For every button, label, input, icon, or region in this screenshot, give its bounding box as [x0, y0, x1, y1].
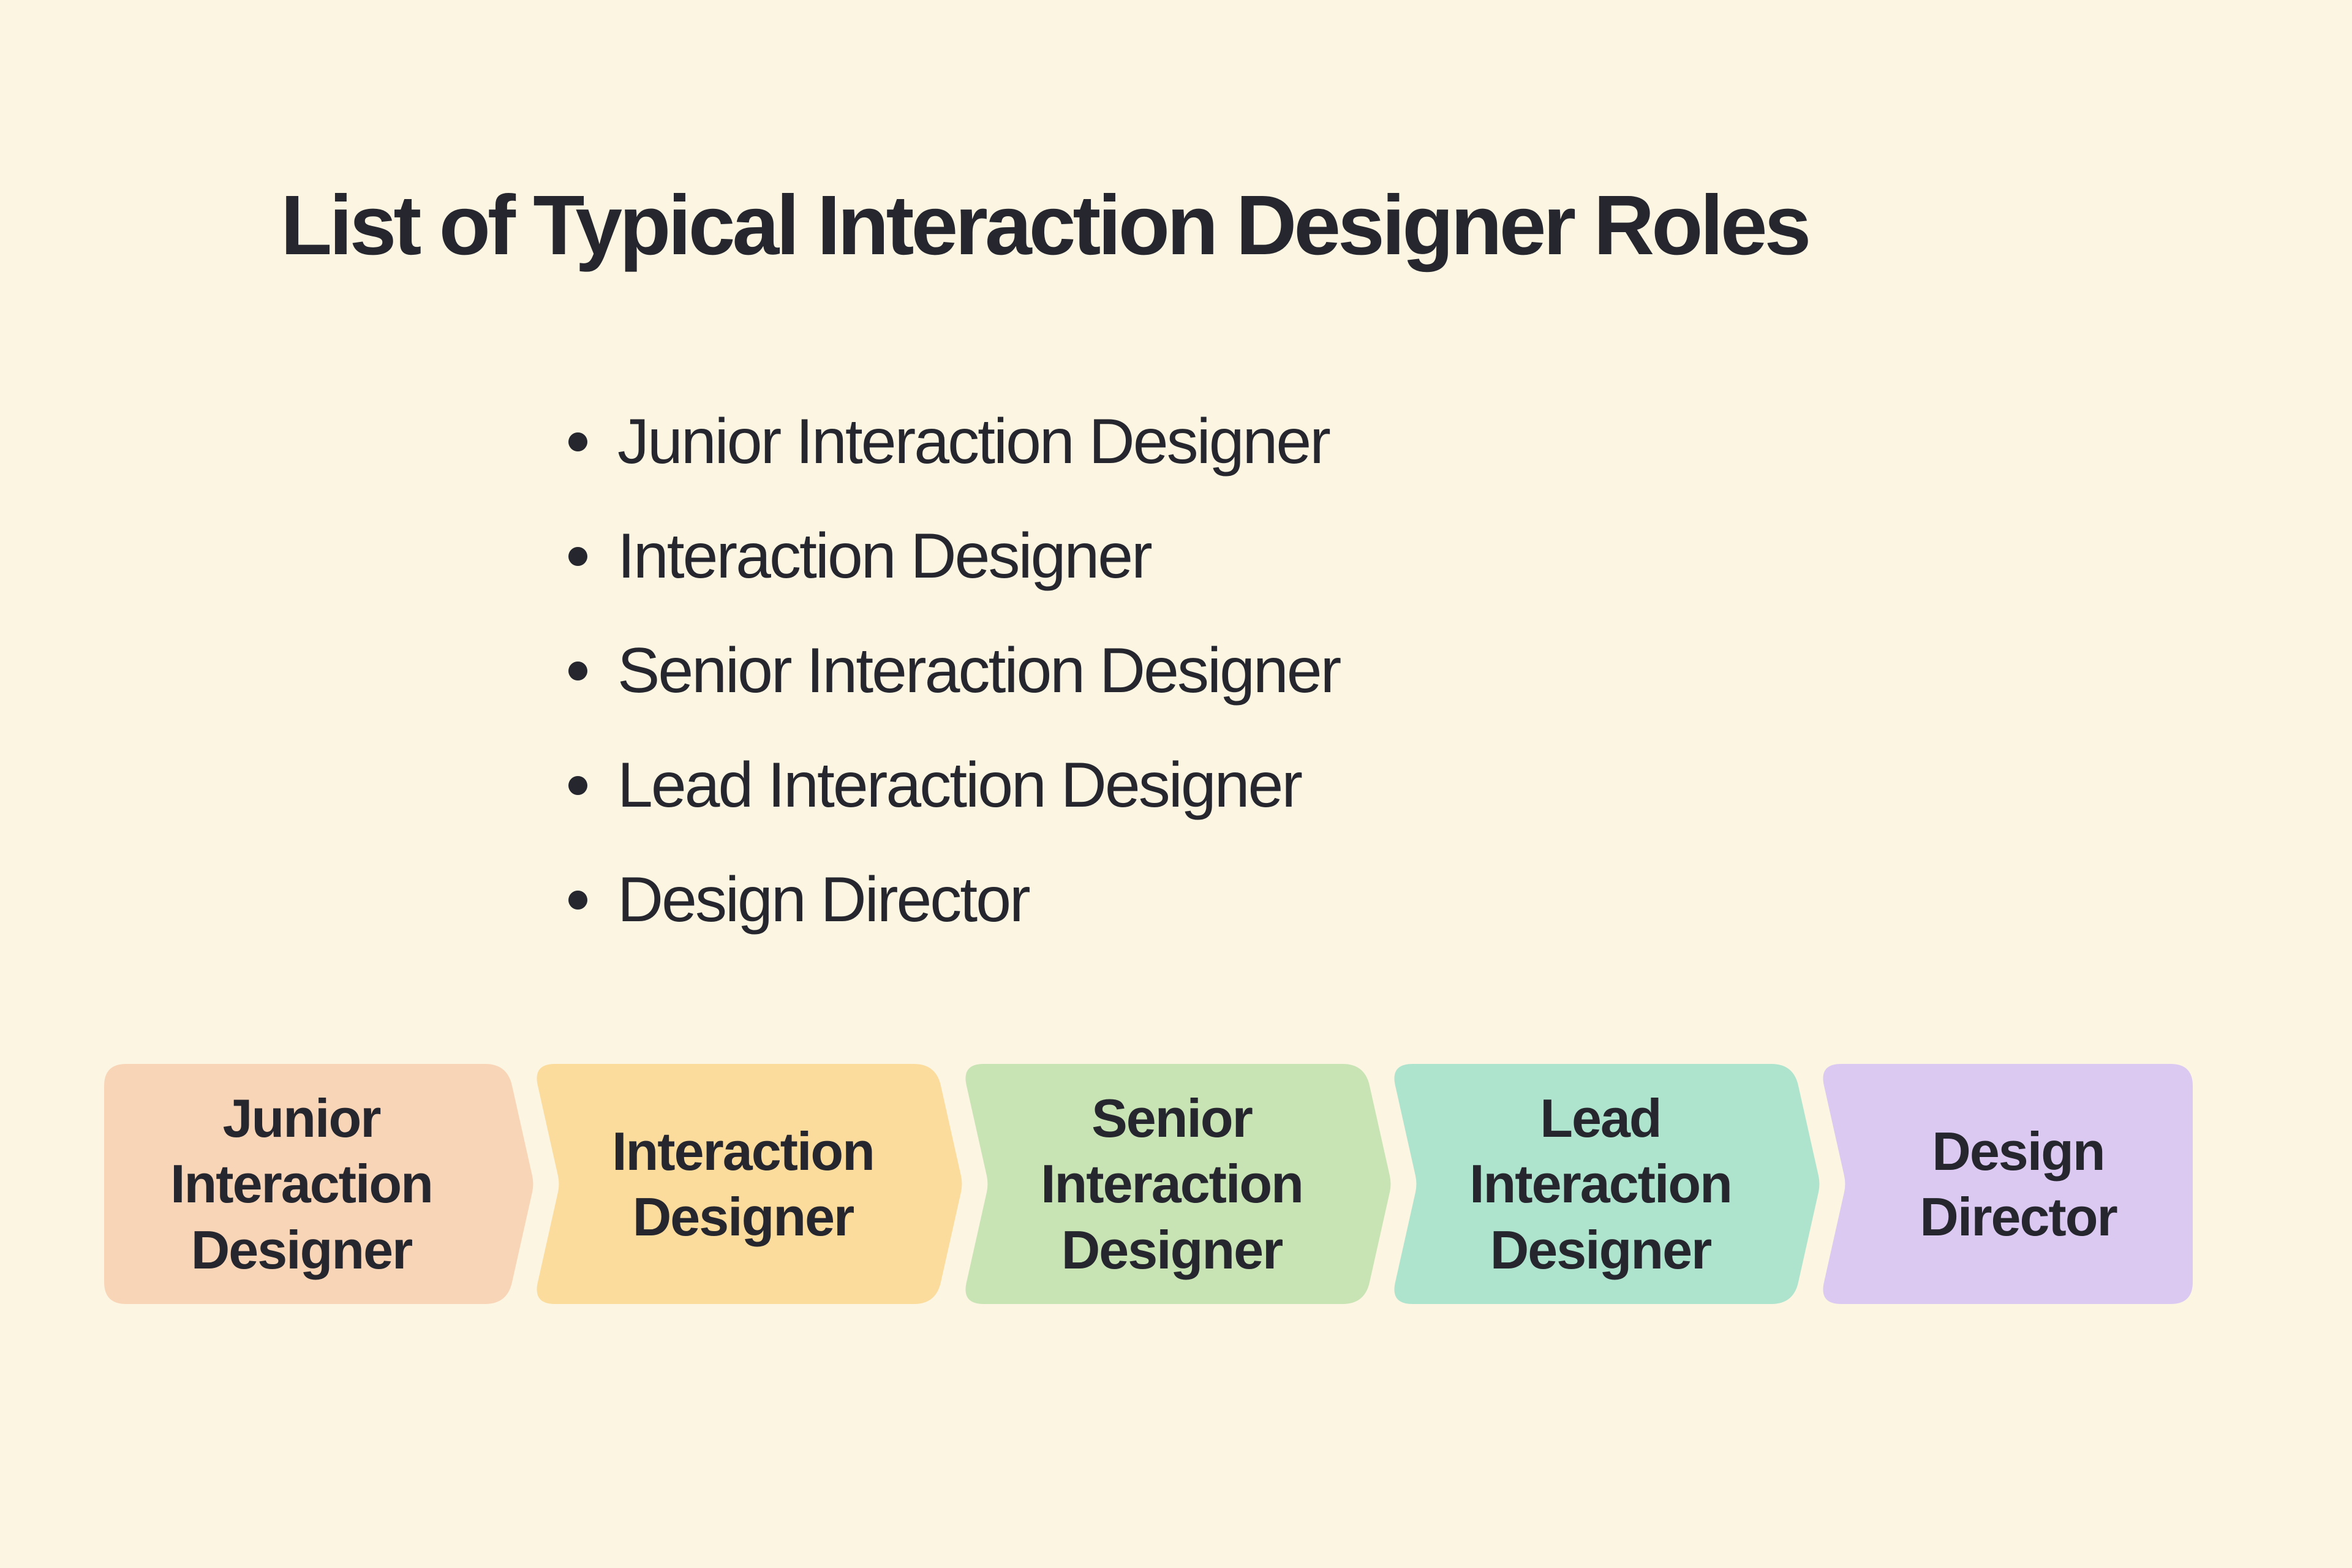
bullet-label: Interaction Designer [617, 521, 1153, 592]
chevron-shape [1823, 1064, 2193, 1304]
list-item: Lead Interaction Designer [568, 728, 1340, 843]
list-item: Interaction Designer [568, 499, 1340, 614]
chevron-step-junior-interaction-designer: Junior Interaction Designer [104, 1064, 534, 1304]
role-bullet-list: Junior Interaction Designer Interaction … [568, 385, 1341, 957]
chevron-label: Senior Interaction Designer [1041, 1087, 1304, 1280]
bullet-label: Lead Interaction Designer [617, 750, 1303, 821]
chevron-shape [104, 1064, 533, 1304]
chevron-fill [104, 1064, 533, 1304]
chevron-fill [1394, 1064, 1820, 1304]
bullet-label: Design Director [617, 864, 1031, 935]
bullet-dot [568, 547, 587, 566]
bullet-dot [568, 776, 587, 795]
chevron-shape [1394, 1064, 1820, 1304]
chevron-step-interaction-designer: Interaction Designer [533, 1064, 963, 1304]
chevron-fill [1823, 1064, 2193, 1304]
page-title: List of Typical Interaction Designer Rol… [281, 178, 1811, 273]
list-item: Senior Interaction Designer [568, 614, 1341, 728]
bullet-dot [568, 891, 587, 910]
chevron-shape [965, 1064, 1391, 1304]
bullet-label: Junior Interaction Designer [617, 406, 1331, 477]
chevron-label: Interaction Designer [612, 1120, 875, 1247]
list-item: Design Director [568, 843, 1340, 957]
chevron-label: Design Director [1920, 1120, 2117, 1247]
chevron-step-design-director: Design Director [1819, 1064, 2193, 1304]
chevron-fill [965, 1064, 1391, 1304]
chevron-label: Junior Interaction Designer [170, 1087, 434, 1280]
chevron-step-senior-interaction-designer: Senior Interaction Designer [962, 1064, 1392, 1304]
chevron-label: Lead Interaction Designer [1469, 1087, 1733, 1280]
chevron-fill [537, 1064, 962, 1304]
career-flow-diagram: Junior Interaction Designer Interaction … [0, 1064, 2352, 1304]
chevron-step-lead-interaction-designer: Lead Interaction Designer [1390, 1064, 1820, 1304]
bullet-dot [568, 432, 587, 451]
bullet-label: Senior Interaction Designer [617, 635, 1341, 706]
list-item: Junior Interaction Designer [568, 385, 1340, 499]
bullet-dot [568, 662, 587, 680]
chevron-shape [537, 1064, 962, 1304]
